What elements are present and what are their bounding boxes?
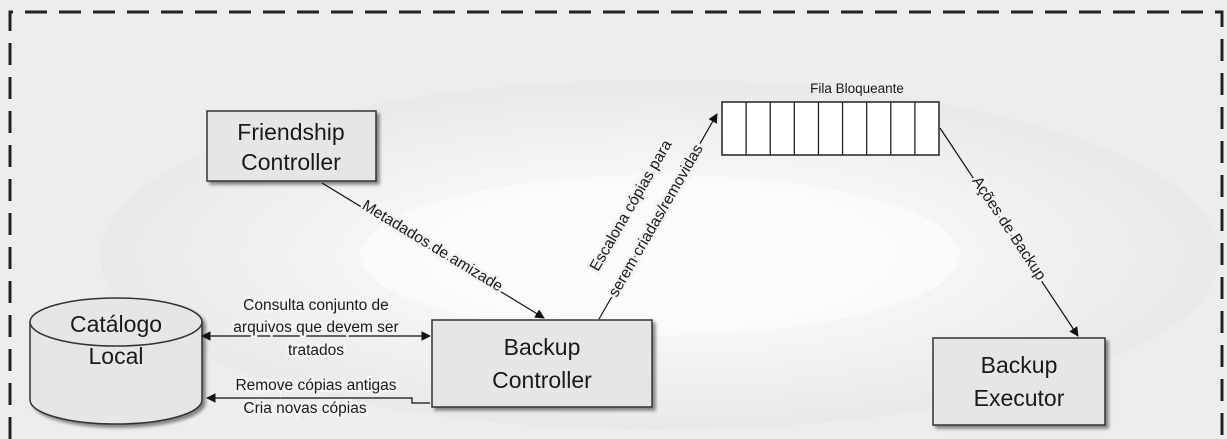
blocking-queue[interactable]	[721, 101, 940, 156]
backup-executor-line1: Backup	[981, 352, 1058, 378]
schedule-arrow	[598, 113, 718, 320]
dashed-frame	[8, 10, 1224, 439]
backup-controller-box[interactable]	[431, 319, 653, 408]
backup-executor-box[interactable]	[932, 337, 1106, 426]
friendship-controller-box[interactable]	[206, 110, 377, 182]
catalog-line1: Catálogo	[70, 311, 162, 337]
queue-title: Fila Bloqueante	[810, 81, 904, 96]
friendship-controller-line1: Friendship	[237, 119, 344, 145]
backup-actions-arrow	[939, 127, 1079, 337]
backup-controller-line1: Backup	[504, 334, 581, 360]
query-label-line2: arquivos que devem ser	[233, 319, 398, 336]
remove-label-line2: Cria novas cópias	[243, 400, 366, 417]
query-label-line3: tratados	[288, 342, 344, 359]
friendship-controller-line2: Controller	[241, 149, 341, 175]
metadata-arrow	[321, 182, 545, 319]
remove-arrow	[206, 393, 430, 404]
background-glow-inner	[360, 175, 960, 335]
remove-label-line1: Remove cópias antigas	[235, 377, 396, 394]
backup-executor-line2: Executor	[974, 385, 1065, 411]
catalog-line2: Local	[89, 343, 144, 369]
backup-controller-line2: Controller	[492, 367, 592, 393]
queue-cell-dividers	[745, 102, 916, 155]
query-label-line1: Consulta conjunto de	[243, 297, 389, 314]
catalog-database-icon[interactable]	[29, 297, 203, 425]
